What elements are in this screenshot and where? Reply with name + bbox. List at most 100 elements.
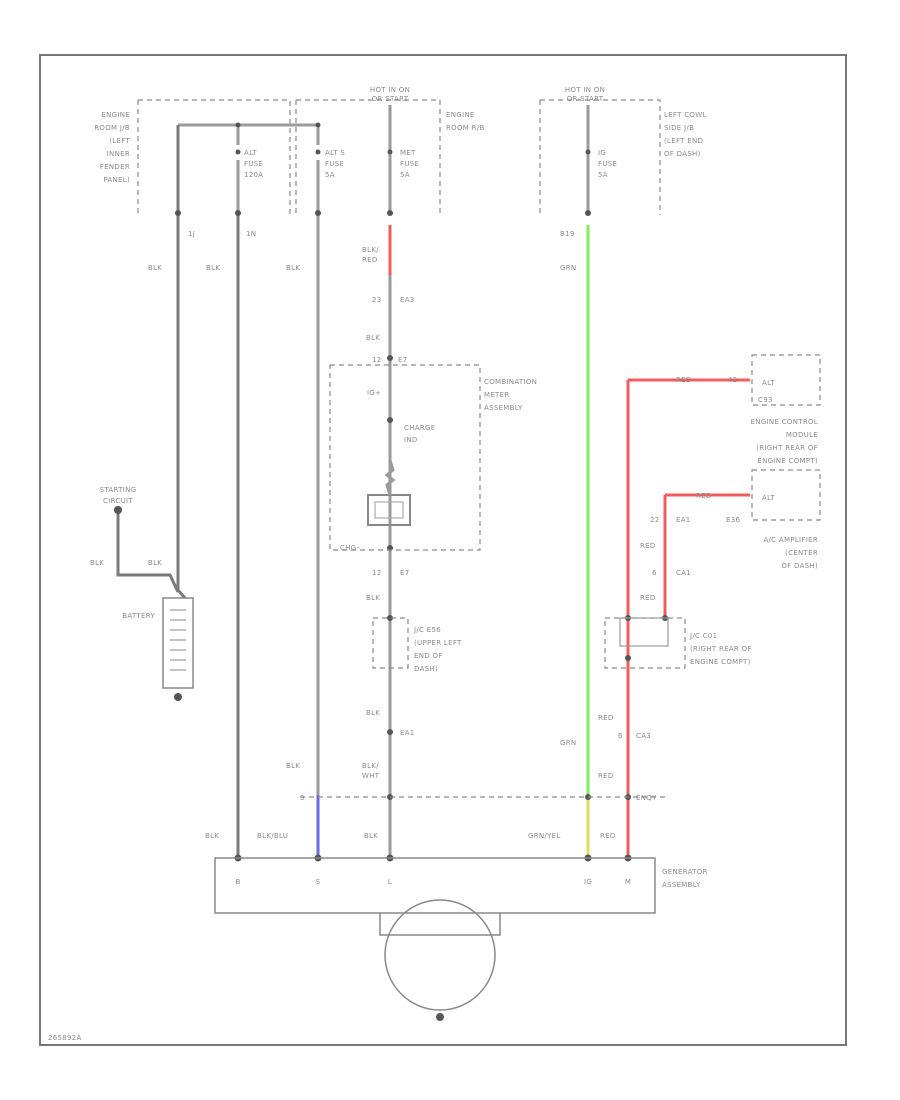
- battery-ground: [174, 693, 182, 701]
- hot-label-2: HOT IN ON: [565, 86, 605, 94]
- wire-m-red: [626, 378, 750, 858]
- left-cowl-label-3: OF DASH): [664, 150, 701, 158]
- wire-label-red-5: RED: [598, 714, 614, 722]
- wire-label-blk-c: BLK: [366, 709, 380, 717]
- conn-e7-top: E7: [398, 356, 407, 364]
- fuse-alts-node: [315, 122, 321, 128]
- engine-room-rb-label-1: ROOM R/B: [446, 124, 485, 132]
- conn-e7-bot: E7: [400, 569, 409, 577]
- wire-label-blk-wht-0: BLK/: [362, 762, 379, 770]
- jc-c01-box: [604, 617, 686, 669]
- alts-fuse-label-0: ALT S: [325, 149, 345, 157]
- battery-label: BATTERY: [122, 612, 155, 620]
- conn-ca3: CA3: [636, 732, 651, 740]
- jc-c01-label-2: ENGINE COMPT): [690, 658, 751, 666]
- wire-label-blk-red-1: RED: [362, 256, 378, 264]
- ecm-label-2: (RIGHT REAR OF: [756, 444, 818, 452]
- conn-6-b: 6: [618, 732, 623, 740]
- wire-label-blk-wht-1: WHT: [362, 772, 380, 780]
- battery-symbol: [162, 597, 194, 689]
- fuse-met-node: [387, 149, 393, 155]
- alts-fuse-label-1: FUSE: [325, 160, 344, 168]
- generator-ground: [436, 1013, 444, 1021]
- conn-ea3: EA3: [400, 296, 415, 304]
- gen-term-ig: IG: [584, 878, 592, 886]
- alt-fuse-label-2: 120A: [244, 171, 263, 179]
- engine-room-jb-label-5: PANEL): [103, 176, 130, 184]
- wire-label-blk-red-0: BLK/: [362, 246, 379, 254]
- conn-b19: B19: [560, 230, 575, 238]
- wire-label-blk-3: BLK: [286, 264, 300, 272]
- fuse-alts-node-2: [315, 149, 321, 155]
- jc-e56-label-3: DASH): [414, 665, 438, 673]
- wire-label-blk-sc-2: BLK: [148, 559, 162, 567]
- conn-ig-plus: IG+: [367, 389, 381, 397]
- charge-ind-label-0: CHARGE: [404, 424, 435, 432]
- starting-circuit-label-1: CIRCUIT: [103, 497, 133, 505]
- starting-circuit-label-0: STARTING: [100, 486, 137, 494]
- alt-fuse-label-1: FUSE: [244, 160, 263, 168]
- fuse-ig-node: [585, 149, 591, 155]
- conn-c93: C93: [758, 396, 773, 404]
- generator-neck: [379, 913, 501, 936]
- conn-1n: 1N: [246, 230, 256, 238]
- conn-22: 22: [650, 516, 660, 524]
- conn-3: 3: [300, 794, 305, 802]
- ig-fuse-label-0: IG: [598, 149, 606, 157]
- wire-label-blk-f: BLK: [364, 832, 378, 840]
- left-cowl-label-0: LEFT COWL: [664, 111, 707, 119]
- ig-fuse-label-2: 5A: [598, 171, 608, 179]
- starting-circuit-wire: [116, 510, 180, 593]
- conn-enqy: ENQY: [636, 794, 657, 802]
- ecm-label-0: ENGINE CONTROL: [751, 418, 818, 426]
- engine-room-jb-label-1: ROOM J/B: [94, 124, 130, 132]
- left-cowl-jb-box: [539, 99, 661, 215]
- ac-amp-box: [751, 469, 821, 521]
- ac-amp-label-2: OF DASH): [781, 562, 818, 570]
- wire-label-blk-sc-1: BLK: [90, 559, 104, 567]
- ecm-alt-label: ALT: [762, 379, 775, 387]
- generator-label-0: GENERATOR: [662, 868, 708, 876]
- conn-1j: 1J: [188, 230, 195, 238]
- ecm-label-3: ENGINE COMPT): [757, 457, 818, 465]
- conn-e36: E36: [726, 516, 740, 524]
- wire-label-blk-2: BLK: [206, 264, 220, 272]
- jc-c01-inner: [619, 617, 669, 647]
- jc-e56-label-2: END OF: [414, 652, 443, 660]
- wire-label-blk-1: BLK: [148, 264, 162, 272]
- connector-nodes: [175, 210, 668, 862]
- engine-room-jb-label-2: (LEFT: [109, 137, 130, 145]
- alt-fuse-label-0: ALT: [244, 149, 257, 157]
- combination-meter-box: [329, 364, 481, 551]
- diagram-code: 265892A: [48, 1034, 82, 1042]
- ecm-label-1: MODULE: [786, 431, 818, 439]
- conn-6: 6: [652, 569, 657, 577]
- wire-label-grn-2: GRN: [560, 739, 576, 747]
- left-cowl-label-2: (LEFT END: [664, 137, 703, 145]
- wire-label-grn: GRN: [560, 264, 576, 272]
- wire-label-red-4: RED: [640, 594, 656, 602]
- charge-ind-label-1: IND: [404, 436, 418, 444]
- ac-amp-label-0: A/C AMPLIFIER: [763, 536, 818, 544]
- fuse-symbols: [235, 122, 591, 215]
- jc-c01-label-0: J/C C01: [689, 632, 717, 640]
- conn-12-top: 12: [372, 356, 382, 364]
- generator-symbol: [384, 899, 496, 1011]
- charge-ind-inner: [374, 501, 404, 519]
- generator-label-1: ASSEMBLY: [662, 881, 701, 889]
- conn-chg: CHG-: [340, 544, 359, 552]
- alts-fuse-label-2: 5A: [325, 171, 335, 179]
- generator-box: [214, 857, 656, 914]
- battery-cells: [170, 609, 186, 671]
- wire-label-red-1: RED: [676, 376, 692, 384]
- wire-label-red-2: RED: [696, 492, 712, 500]
- jc-e56-box: [372, 617, 409, 669]
- wire-label-blk-b: BLK: [366, 594, 380, 602]
- fuse-alt-node: [235, 122, 241, 128]
- hot-label-2b: OR START: [567, 95, 604, 103]
- wire-1j: [176, 125, 187, 599]
- wire-label-blk-a: BLK: [366, 334, 380, 342]
- engine-room-jb-label-3: INNER: [107, 150, 130, 158]
- fuse-alt-node-2: [235, 149, 241, 155]
- combination-meter-label-0: COMBINATION: [484, 378, 537, 386]
